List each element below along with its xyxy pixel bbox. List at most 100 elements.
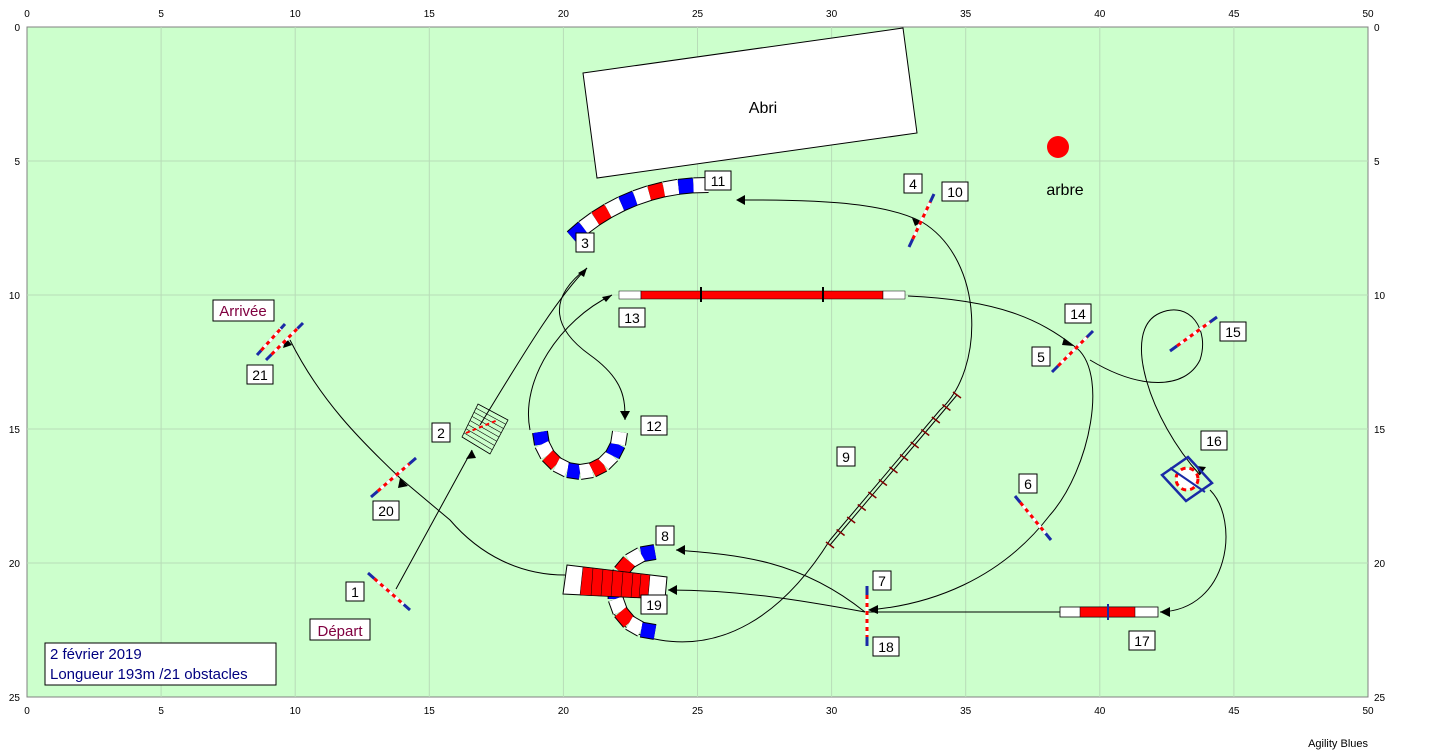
svg-text:11: 11 [711, 173, 726, 189]
x-tick-label: 20 [558, 706, 570, 717]
svg-text:4: 4 [909, 176, 917, 192]
obstacle-number-5: 5 [1031, 346, 1051, 367]
weave-poles-9 [825, 391, 962, 549]
svg-text:1: 1 [351, 584, 359, 600]
obstacle-number-4: 4 [903, 173, 923, 194]
jump [370, 456, 417, 499]
obstacle-number-1: 1 [345, 581, 365, 602]
software-credit: Agility Blues [1308, 738, 1368, 750]
x-tick-label: 35 [960, 706, 972, 717]
y-tick-label: 25 [1374, 693, 1386, 704]
long-jump-17 [1059, 604, 1159, 620]
svg-text:3: 3 [581, 235, 589, 251]
obstacle-number-16: 16 [1200, 430, 1228, 451]
svg-text:9: 9 [842, 449, 850, 465]
x-tick-label: 0 [24, 9, 30, 20]
obstacle-number-10: 10 [941, 181, 969, 202]
start-label-box: Départ [309, 618, 371, 641]
obstacle-number-13: 13 [618, 307, 646, 328]
jump [1050, 329, 1095, 374]
obstacle-number-6: 6 [1018, 473, 1038, 494]
obstacle-number-2: 2 [431, 422, 451, 443]
tree [1047, 136, 1069, 158]
x-axis-top: 0 5 10 15 20 25 30 35 40 45 50 [24, 9, 1374, 20]
x-tick-label: 45 [1228, 706, 1240, 717]
obstacle-number-12: 12 [640, 415, 668, 436]
svg-text:14: 14 [1070, 306, 1086, 322]
obstacle-number-15: 15 [1219, 321, 1247, 342]
jumps [255, 193, 1218, 646]
aframe-19 [562, 564, 668, 600]
svg-text:17: 17 [1134, 633, 1150, 649]
obstacle-number-7: 7 [872, 570, 892, 591]
svg-text:15: 15 [1225, 324, 1241, 340]
obstacle-number-20: 20 [372, 500, 400, 521]
jump [907, 193, 936, 248]
shelter-label: Abri [749, 100, 777, 117]
jump [1169, 315, 1218, 353]
x-tick-label: 10 [290, 706, 302, 717]
start-label: Départ [317, 623, 363, 640]
x-tick-label: 40 [1094, 706, 1106, 717]
obstacle-number-9: 9 [836, 446, 856, 467]
course-path [289, 199, 1227, 643]
svg-text:18: 18 [878, 639, 894, 655]
y-tick-label: 10 [9, 291, 21, 302]
finish-label: Arrivée [219, 303, 267, 320]
x-tick-label: 35 [960, 9, 972, 20]
finish-label-box: Arrivée [212, 299, 275, 322]
x-tick-label: 50 [1362, 9, 1374, 20]
ladder-2 [461, 403, 509, 455]
y-tick-label: 0 [14, 23, 20, 34]
y-tick-label: 5 [14, 157, 20, 168]
x-tick-label: 30 [826, 706, 838, 717]
y-tick-label: 25 [9, 693, 21, 704]
x-tick-label: 25 [692, 9, 704, 20]
obstacle-number-3: 3 [575, 232, 595, 253]
x-tick-label: 40 [1094, 9, 1106, 20]
svg-text:21: 21 [252, 367, 268, 383]
y-tick-label: 15 [1374, 425, 1386, 436]
tire-16 [1160, 455, 1214, 503]
svg-text:6: 6 [1024, 476, 1032, 492]
tunnel-3-11 [566, 177, 709, 244]
x-tick-label: 25 [692, 706, 704, 717]
svg-text:5: 5 [1037, 349, 1045, 365]
info-box: 2 février 2019 Longueur 193m /21 obstacl… [44, 642, 277, 686]
x-tick-label: 30 [826, 9, 838, 20]
svg-text:12: 12 [646, 418, 662, 434]
obstacle-number-14: 14 [1064, 303, 1092, 324]
x-tick-label: 20 [558, 9, 570, 20]
svg-text:7: 7 [878, 573, 886, 589]
obstacle-number-21: 21 [246, 364, 274, 385]
svg-text:2: 2 [437, 425, 445, 441]
x-tick-label: 15 [424, 9, 436, 20]
x-tick-label: 10 [290, 9, 302, 20]
svg-text:16: 16 [1206, 433, 1222, 449]
shelter-abri [582, 27, 918, 179]
svg-text:10: 10 [947, 184, 963, 200]
x-tick-label: 50 [1362, 706, 1374, 717]
obstacle-number-17: 17 [1128, 630, 1156, 651]
tunnel-12 [532, 430, 628, 480]
y-tick-label: 10 [1374, 291, 1386, 302]
jump [264, 321, 305, 362]
obstacle-number-11: 11 [704, 170, 732, 191]
y-tick-label: 20 [1374, 559, 1386, 570]
x-tick-label: 45 [1228, 9, 1240, 20]
x-tick-label: 5 [158, 706, 164, 717]
info-length: Longueur 193m /21 obstacles [50, 666, 248, 683]
jump [1013, 495, 1053, 541]
obstacle-number-18: 18 [872, 636, 900, 657]
x-tick-label: 15 [424, 706, 436, 717]
y-tick-label: 15 [9, 425, 21, 436]
obstacle-number-8: 8 [655, 525, 675, 546]
x-tick-label: 5 [158, 9, 164, 20]
svg-text:8: 8 [661, 528, 669, 544]
svg-text:19: 19 [646, 597, 662, 613]
jump [367, 571, 411, 612]
